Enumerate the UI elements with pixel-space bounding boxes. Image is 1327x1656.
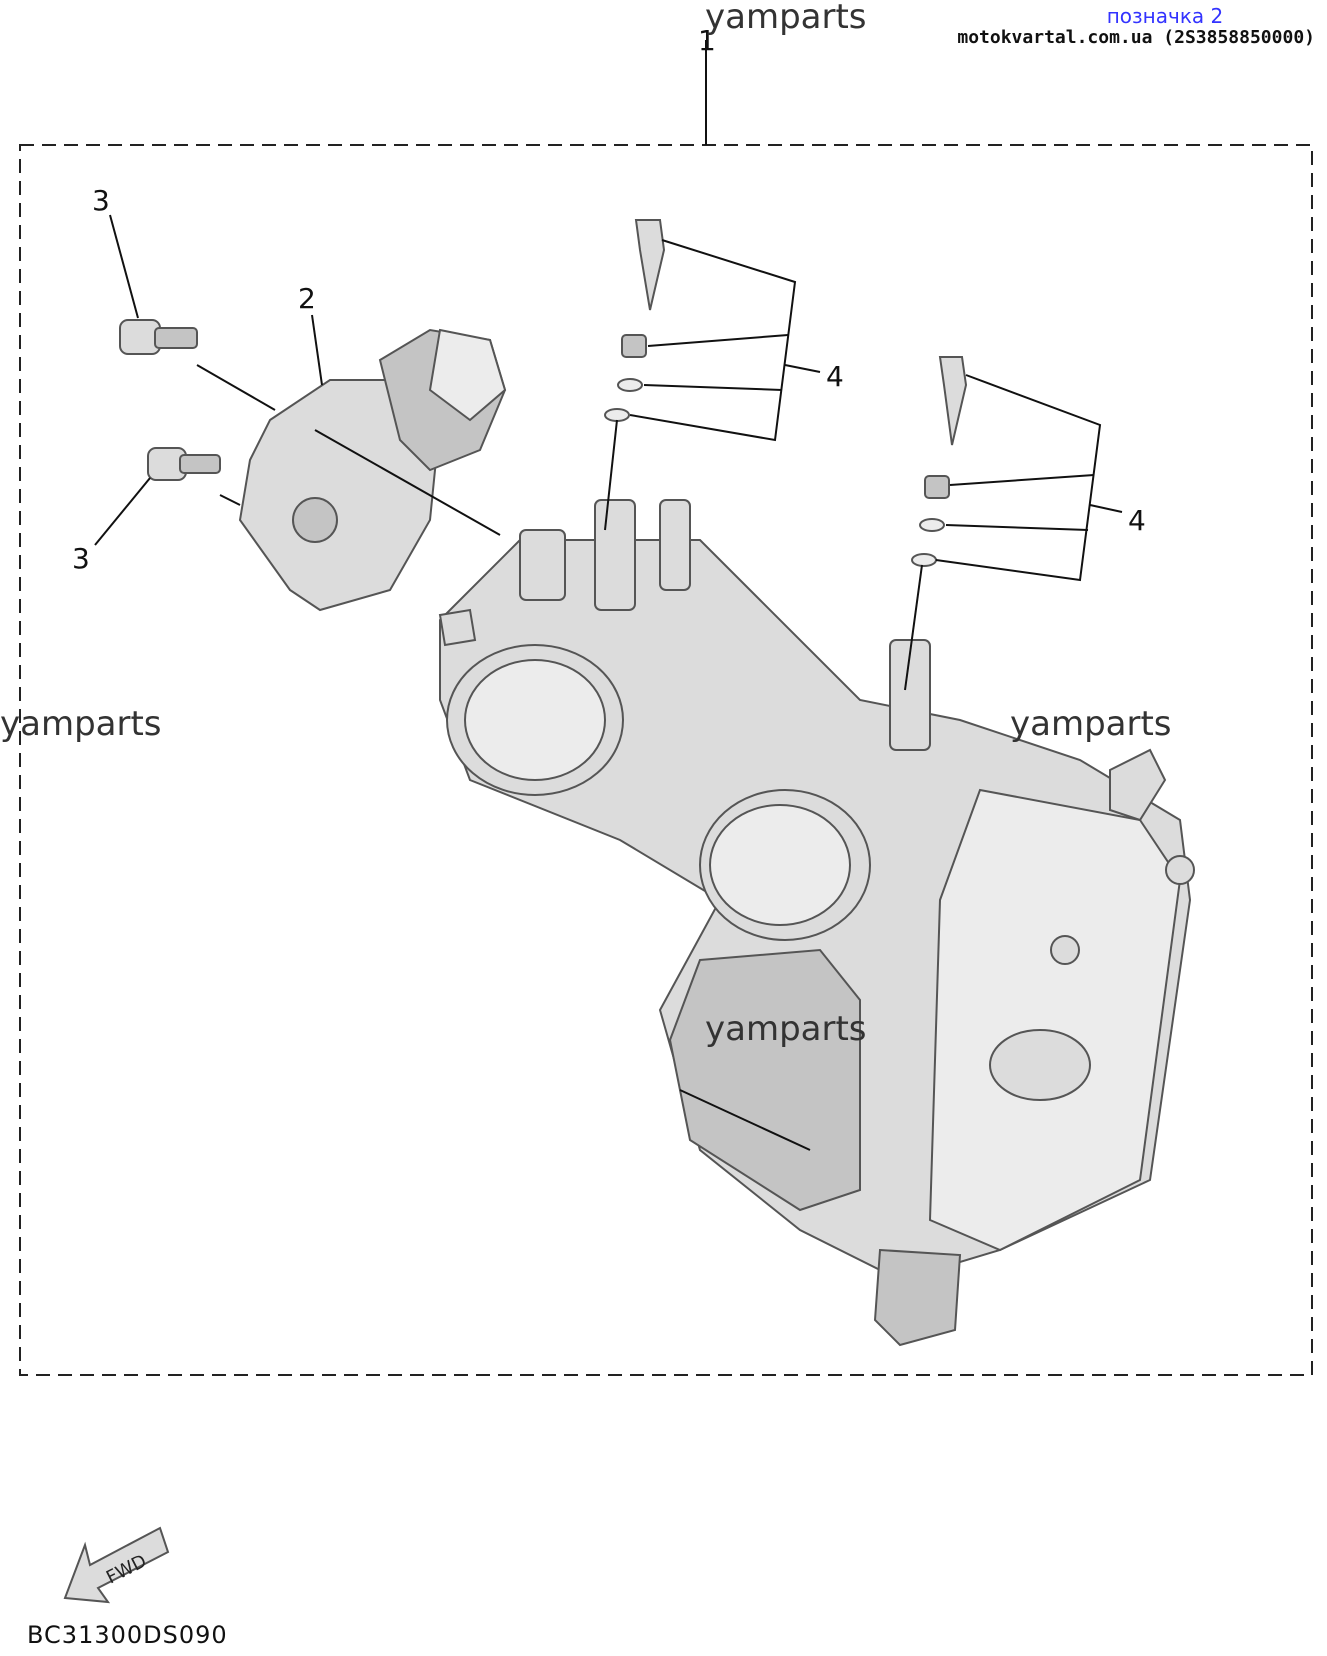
screw-lower bbox=[147, 447, 221, 481]
throttle-position-sensor bbox=[238, 328, 507, 612]
screw-upper bbox=[119, 319, 198, 355]
leader-callout-screw-upper bbox=[109, 214, 139, 319]
leader-kit-right-callout bbox=[1089, 504, 1123, 513]
callout-3-lower: 3 bbox=[72, 542, 90, 575]
leader-kit-right-washer bbox=[945, 524, 1089, 531]
watermark-top: yamparts bbox=[705, 0, 867, 37]
leader-kit-right-spring bbox=[949, 474, 1095, 486]
callout-3-upper: 3 bbox=[92, 184, 110, 217]
throttle-body bbox=[438, 499, 1195, 1347]
watermark-right: yamparts bbox=[1010, 704, 1172, 744]
leader-kit-left-washer bbox=[643, 384, 783, 391]
pilot-screw-kit-left bbox=[604, 219, 666, 531]
callout-4-right: 4 bbox=[1128, 504, 1146, 537]
leader-screw-lower-to-sensor bbox=[219, 494, 241, 506]
watermark-center: yamparts bbox=[705, 1009, 867, 1049]
leader-kit-right bbox=[935, 374, 1102, 582]
badge-title: позначка 2 bbox=[1106, 4, 1224, 28]
watermark-left: yamparts bbox=[0, 704, 162, 744]
diagram-code: BC31300DS090 bbox=[27, 1621, 228, 1649]
callout-4-left: 4 bbox=[826, 360, 844, 393]
leader-sensor-axis bbox=[314, 429, 501, 536]
fwd-arrow: FWD bbox=[63, 1526, 170, 1604]
assembly-frame bbox=[19, 144, 1313, 1376]
callout-1: 1 bbox=[698, 24, 716, 57]
badge-site: motokvartal.com.ua (2S3858850000) bbox=[957, 27, 1315, 48]
leader-kit-left-callout bbox=[784, 364, 821, 373]
leader-kit-left-spring bbox=[647, 334, 789, 347]
callout-2: 2 bbox=[298, 282, 316, 315]
pilot-screw-kit-right bbox=[904, 356, 968, 691]
leader-callout-screw-lower bbox=[94, 477, 151, 546]
leader-kit-left bbox=[629, 239, 797, 442]
leader-callout-sensor bbox=[311, 314, 323, 386]
leader-screw-upper-to-sensor bbox=[196, 364, 276, 411]
